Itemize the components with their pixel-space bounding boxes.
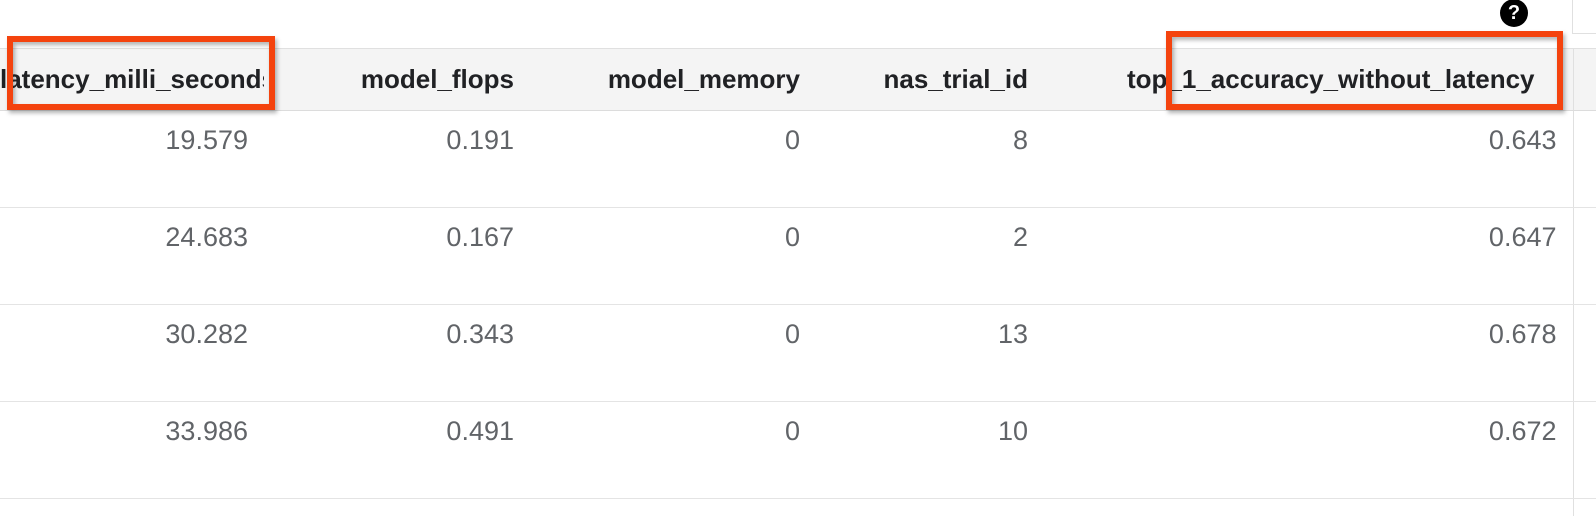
table-filler-cell <box>1572 498 1596 516</box>
table-filler-header-cell <box>1572 48 1596 111</box>
table-row-partial <box>0 498 1596 516</box>
panel-corner-border-vertical <box>1572 0 1573 33</box>
cell-nas-trial-id: 2 <box>816 207 1044 305</box>
cell-model-memory: 0 <box>530 207 816 305</box>
table-row: 30.282 0.343 0 13 0.678 <box>0 304 1596 402</box>
cell-top-1-accuracy: 0.672 <box>1044 401 1573 499</box>
column-header-nas-trial-id[interactable]: nas_trial_id <box>816 48 1044 111</box>
cell-nas-trial-id: 10 <box>816 401 1044 499</box>
table-filler-cell <box>1572 207 1596 305</box>
cell-top-1-accuracy: 0.678 <box>1044 304 1573 402</box>
nas-trials-table: latency_milli_seconds model_flops model_… <box>0 48 1596 516</box>
cell-top-1-accuracy: 0.643 <box>1044 110 1573 208</box>
cell-latency: 24.683 <box>0 207 264 305</box>
table-filler-cell <box>1572 401 1596 499</box>
column-header-latency-milli-seconds[interactable]: latency_milli_seconds <box>0 48 264 111</box>
cell-nas-trial-id: 8 <box>816 110 1044 208</box>
cell-model-memory: 0 <box>530 401 816 499</box>
cell-model-flops: 0.191 <box>264 110 530 208</box>
table-filler-cell <box>1572 304 1596 402</box>
cell-model-flops: 0.491 <box>264 401 530 499</box>
cell-top-1-accuracy: 0.647 <box>1044 207 1573 305</box>
table-row: 19.579 0.191 0 8 0.643 <box>0 110 1596 208</box>
panel-corner-border-horizontal <box>1572 33 1596 34</box>
cell-model-flops: 0.343 <box>264 304 530 402</box>
cell-model-flops: 0.167 <box>264 207 530 305</box>
table-header-row: latency_milli_seconds model_flops model_… <box>0 48 1596 111</box>
column-header-top-1-accuracy-without-latency[interactable]: top_1_accuracy_without_latency <box>1044 48 1573 111</box>
cell-model-memory: 0 <box>530 304 816 402</box>
table-row: 24.683 0.167 0 2 0.647 <box>0 207 1596 305</box>
table-filler-cell <box>1572 110 1596 208</box>
cell-nas-trial-id: 13 <box>816 304 1044 402</box>
help-icon[interactable]: ? <box>1500 0 1528 27</box>
table-row: 33.986 0.491 0 10 0.672 <box>0 401 1596 499</box>
cell-latency: 33.986 <box>0 401 264 499</box>
cell-latency: 19.579 <box>0 110 264 208</box>
column-header-model-flops[interactable]: model_flops <box>264 48 530 111</box>
cell-latency: 30.282 <box>0 304 264 402</box>
cell-model-memory: 0 <box>530 110 816 208</box>
column-header-model-memory[interactable]: model_memory <box>530 48 816 111</box>
